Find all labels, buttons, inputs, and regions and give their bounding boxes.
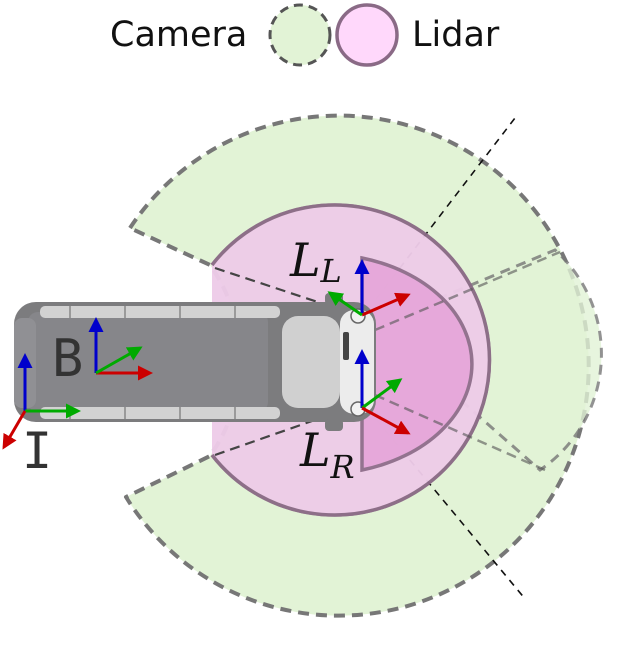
mirror-right [325, 419, 343, 431]
frame-lr-subscript: R [330, 448, 355, 486]
legend-camera-swatch-icon [268, 3, 332, 67]
van-roof-rails [28, 312, 268, 412]
frame-ll-label: LL [289, 233, 342, 290]
legend: Camera Lidar [110, 3, 500, 67]
lidar-overlap-region [360, 255, 474, 473]
axis-x-icon [361, 406, 411, 435]
axis-x-icon [361, 292, 411, 317]
frame-i-label: I [22, 422, 52, 480]
axis-y-icon [95, 346, 143, 375]
van-windshield [282, 316, 340, 408]
lidar-split-line-lower [214, 398, 373, 457]
frame-b-axes [88, 317, 153, 381]
van-hood [340, 310, 374, 414]
legend-lidar-swatch-icon [335, 3, 399, 67]
frame-b-label: B [52, 329, 83, 389]
frame-lr-axes [354, 349, 411, 435]
van-rail-top [40, 306, 280, 318]
axis-y-icon [327, 291, 363, 317]
legend-camera-label: Camera [110, 15, 247, 55]
frame-ll-axes [327, 259, 411, 317]
van-rail-bottom [40, 407, 280, 419]
frame-i-axes [2, 353, 81, 450]
lidar-cross-line-a [374, 250, 561, 332]
frame-ll-subscript: L [320, 252, 342, 290]
axis-x-icon [2, 410, 27, 450]
frame-lr-label: LR [299, 423, 355, 486]
legend-lidar-label: Lidar [412, 15, 500, 55]
van-topdown [14, 293, 376, 431]
van-wiper [343, 332, 349, 360]
axis-y-icon [361, 378, 403, 410]
